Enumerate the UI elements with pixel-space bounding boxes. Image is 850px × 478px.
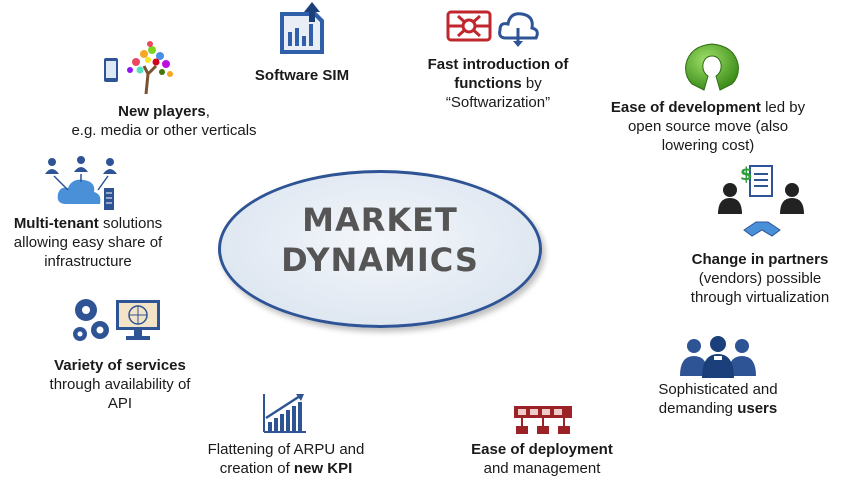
ease-dev-line3: lowering cost) xyxy=(661,137,755,154)
change-partners-line3: through virtualization xyxy=(690,289,830,306)
fast-intro-rest2: by xyxy=(521,75,542,92)
market-dynamics-ellipse xyxy=(218,170,542,328)
sophisticated-users-line1: Sophisticated and xyxy=(658,381,778,398)
center-title: MARKET DYNAMICS xyxy=(218,200,542,280)
multi-tenant-rest1: solutions xyxy=(98,215,163,232)
variety-services-label: Variety of services through availability… xyxy=(20,356,220,413)
fast-intro-label: Fast introduction of functions by “Softw… xyxy=(408,55,588,112)
change-partners-line2: (vendors) possible xyxy=(698,270,822,287)
bar-chart-icon xyxy=(262,392,308,439)
ease-dev-label: Ease of development led by open source m… xyxy=(588,98,828,155)
software-sim-label: Software SIM xyxy=(232,66,372,85)
tree-tablet-icon xyxy=(100,40,182,101)
fast-intro-bold1: Fast introduction of xyxy=(427,56,569,73)
change-partners-bold: Change in partners xyxy=(691,251,829,268)
multi-tenant-line3: infrastructure xyxy=(44,253,132,270)
open-source-icon xyxy=(684,40,740,97)
ease-deploy-label: Ease of deployment and management xyxy=(444,440,640,478)
sim-chart-icon xyxy=(276,2,326,61)
fast-intro-bold2: functions xyxy=(454,75,522,92)
ease-dev-line2: open source move (also xyxy=(627,118,789,135)
variety-services-bold: Variety of services xyxy=(54,357,186,374)
variety-services-line2: through availability of xyxy=(49,376,191,393)
handshake-icon: $ xyxy=(716,160,808,247)
fast-intro-line3: “Softwarization” xyxy=(445,94,551,111)
ease-deploy-bold: Ease of deployment xyxy=(471,441,613,458)
center-title-line2: DYNAMICS xyxy=(281,241,479,279)
ease-dev-rest1: led by xyxy=(760,99,806,116)
user-group-icon xyxy=(680,336,756,383)
users-cloud-icon xyxy=(42,154,120,217)
new-players-label: New players, e.g. media or other vertica… xyxy=(46,102,282,140)
ease-deploy-line2: and management xyxy=(483,460,601,477)
multi-tenant-label: Multi-tenant solutions allowing easy sha… xyxy=(0,214,176,271)
gears-monitor-icon xyxy=(70,292,166,351)
new-players-line2: e.g. media or other verticals xyxy=(71,122,257,139)
multi-tenant-line2: allowing easy share of xyxy=(13,234,163,251)
change-partners-label: Change in partners (vendors) possible th… xyxy=(670,250,850,307)
flattening-arpu-line2a: creation of xyxy=(219,460,294,477)
variety-services-line3: API xyxy=(107,395,133,412)
multi-tenant-bold: Multi-tenant xyxy=(13,215,99,232)
servers-icon xyxy=(512,404,574,441)
software-sim-bold: Software SIM xyxy=(254,67,350,84)
sophisticated-users-line2a: demanding xyxy=(658,400,738,417)
ease-dev-bold: Ease of development xyxy=(610,99,761,116)
center-title-line1: MARKET xyxy=(302,201,458,239)
sophisticated-users-label: Sophisticated and demanding users xyxy=(636,380,800,418)
flattening-arpu-label: Flattening of ARPU and creation of new K… xyxy=(186,440,386,478)
svg-text:$: $ xyxy=(740,164,753,185)
sophisticated-users-line2b: users xyxy=(737,400,778,417)
flattening-arpu-line1: Flattening of ARPU and xyxy=(207,441,365,458)
new-players-bold: New players xyxy=(118,103,206,120)
network-cloud-icon xyxy=(444,4,544,53)
new-players-rest1: , xyxy=(205,103,210,120)
flattening-arpu-line2b: new KPI xyxy=(293,460,353,477)
